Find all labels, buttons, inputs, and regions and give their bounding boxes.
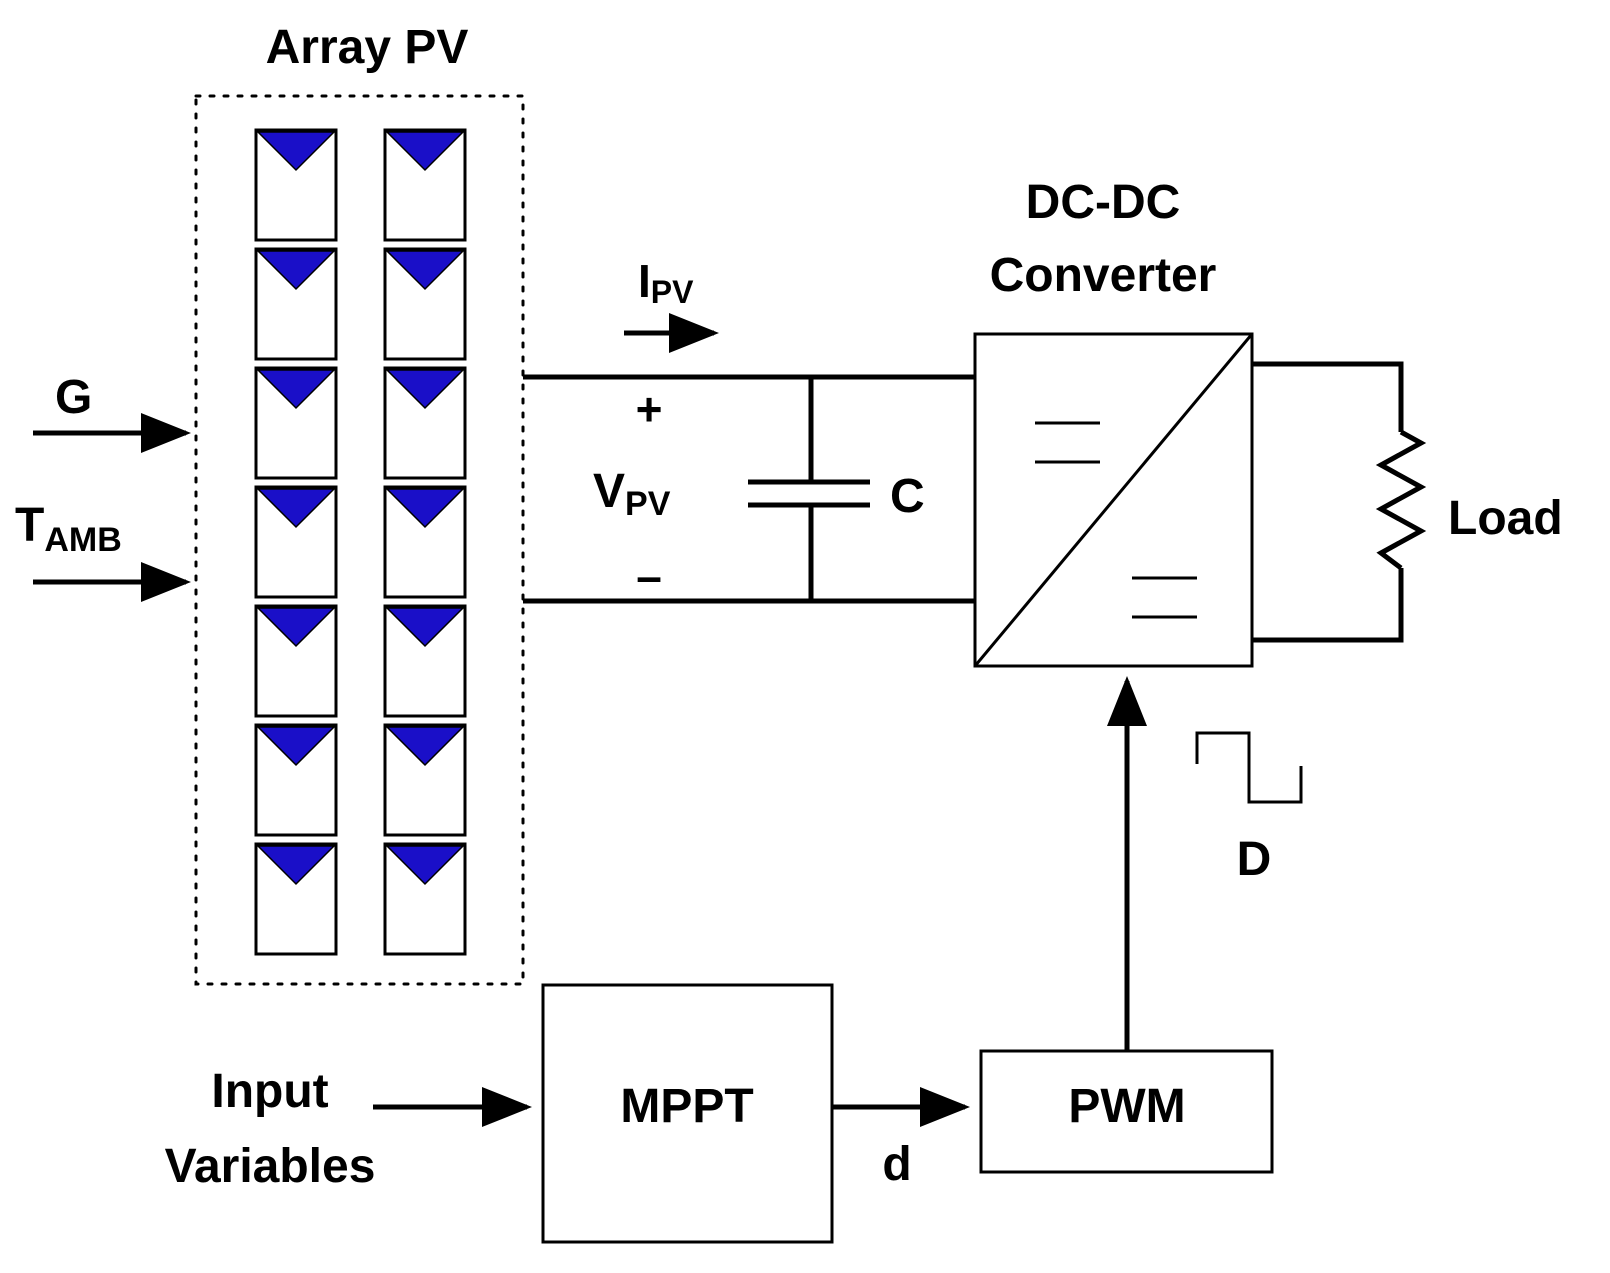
mppt-label: MPPT — [620, 1080, 753, 1133]
capacitor-symbol — [748, 377, 870, 601]
current-label: IPV — [638, 255, 694, 310]
current-sub: PV — [651, 274, 694, 310]
converter-title-line2: Converter — [990, 249, 1217, 302]
pv-cell — [383, 604, 467, 718]
pv-cell — [254, 485, 338, 599]
load-label: Load — [1448, 492, 1563, 545]
pv-cell-grid — [254, 128, 467, 956]
pv-cell — [383, 366, 467, 480]
minus-sign: – — [636, 550, 662, 602]
pv-cell — [383, 723, 467, 837]
duty-signal-label: d — [882, 1138, 911, 1191]
pv-cell — [254, 723, 338, 837]
pwm-label: PWM — [1068, 1080, 1185, 1133]
pv-cell — [254, 366, 338, 480]
pv-cell — [383, 485, 467, 599]
dc-dc-converter-block — [973, 332, 1254, 668]
duty-cycle-waveform — [1195, 731, 1303, 804]
pv-cell — [254, 604, 338, 718]
pv-cell — [383, 247, 467, 361]
plus-sign: + — [636, 383, 663, 435]
ambient-temp-label: TAMB — [15, 499, 122, 559]
converter-title-line1: DC-DC — [1026, 176, 1181, 229]
voltage-main: V — [593, 465, 625, 518]
pv-cell — [254, 247, 338, 361]
inputs-label-line2: Variables — [165, 1140, 376, 1193]
voltage-sub: PV — [625, 485, 671, 523]
duty-label: D — [1237, 833, 1272, 886]
current-main: I — [638, 255, 651, 307]
pv-cell — [383, 128, 467, 242]
ambient-temp-sub: AMB — [44, 521, 121, 559]
pv-cell — [383, 842, 467, 956]
pwm-block — [979, 1049, 1274, 1174]
ambient-temp-main: T — [15, 499, 44, 552]
irradiance-label: G — [55, 371, 92, 424]
pv-cell — [254, 128, 338, 242]
array-title: Array PV — [266, 21, 469, 74]
pv-cell — [254, 842, 338, 956]
pv-array-boundary — [194, 94, 525, 986]
voltage-label: VPV — [593, 465, 671, 523]
inputs-label-line1: Input — [211, 1065, 328, 1118]
load-resistor-symbol — [1375, 429, 1427, 570]
mppt-block — [541, 983, 834, 1244]
output-positive-wire — [1252, 361, 1404, 432]
output-negative-wire — [1252, 568, 1404, 643]
capacitor-label: C — [890, 470, 925, 523]
